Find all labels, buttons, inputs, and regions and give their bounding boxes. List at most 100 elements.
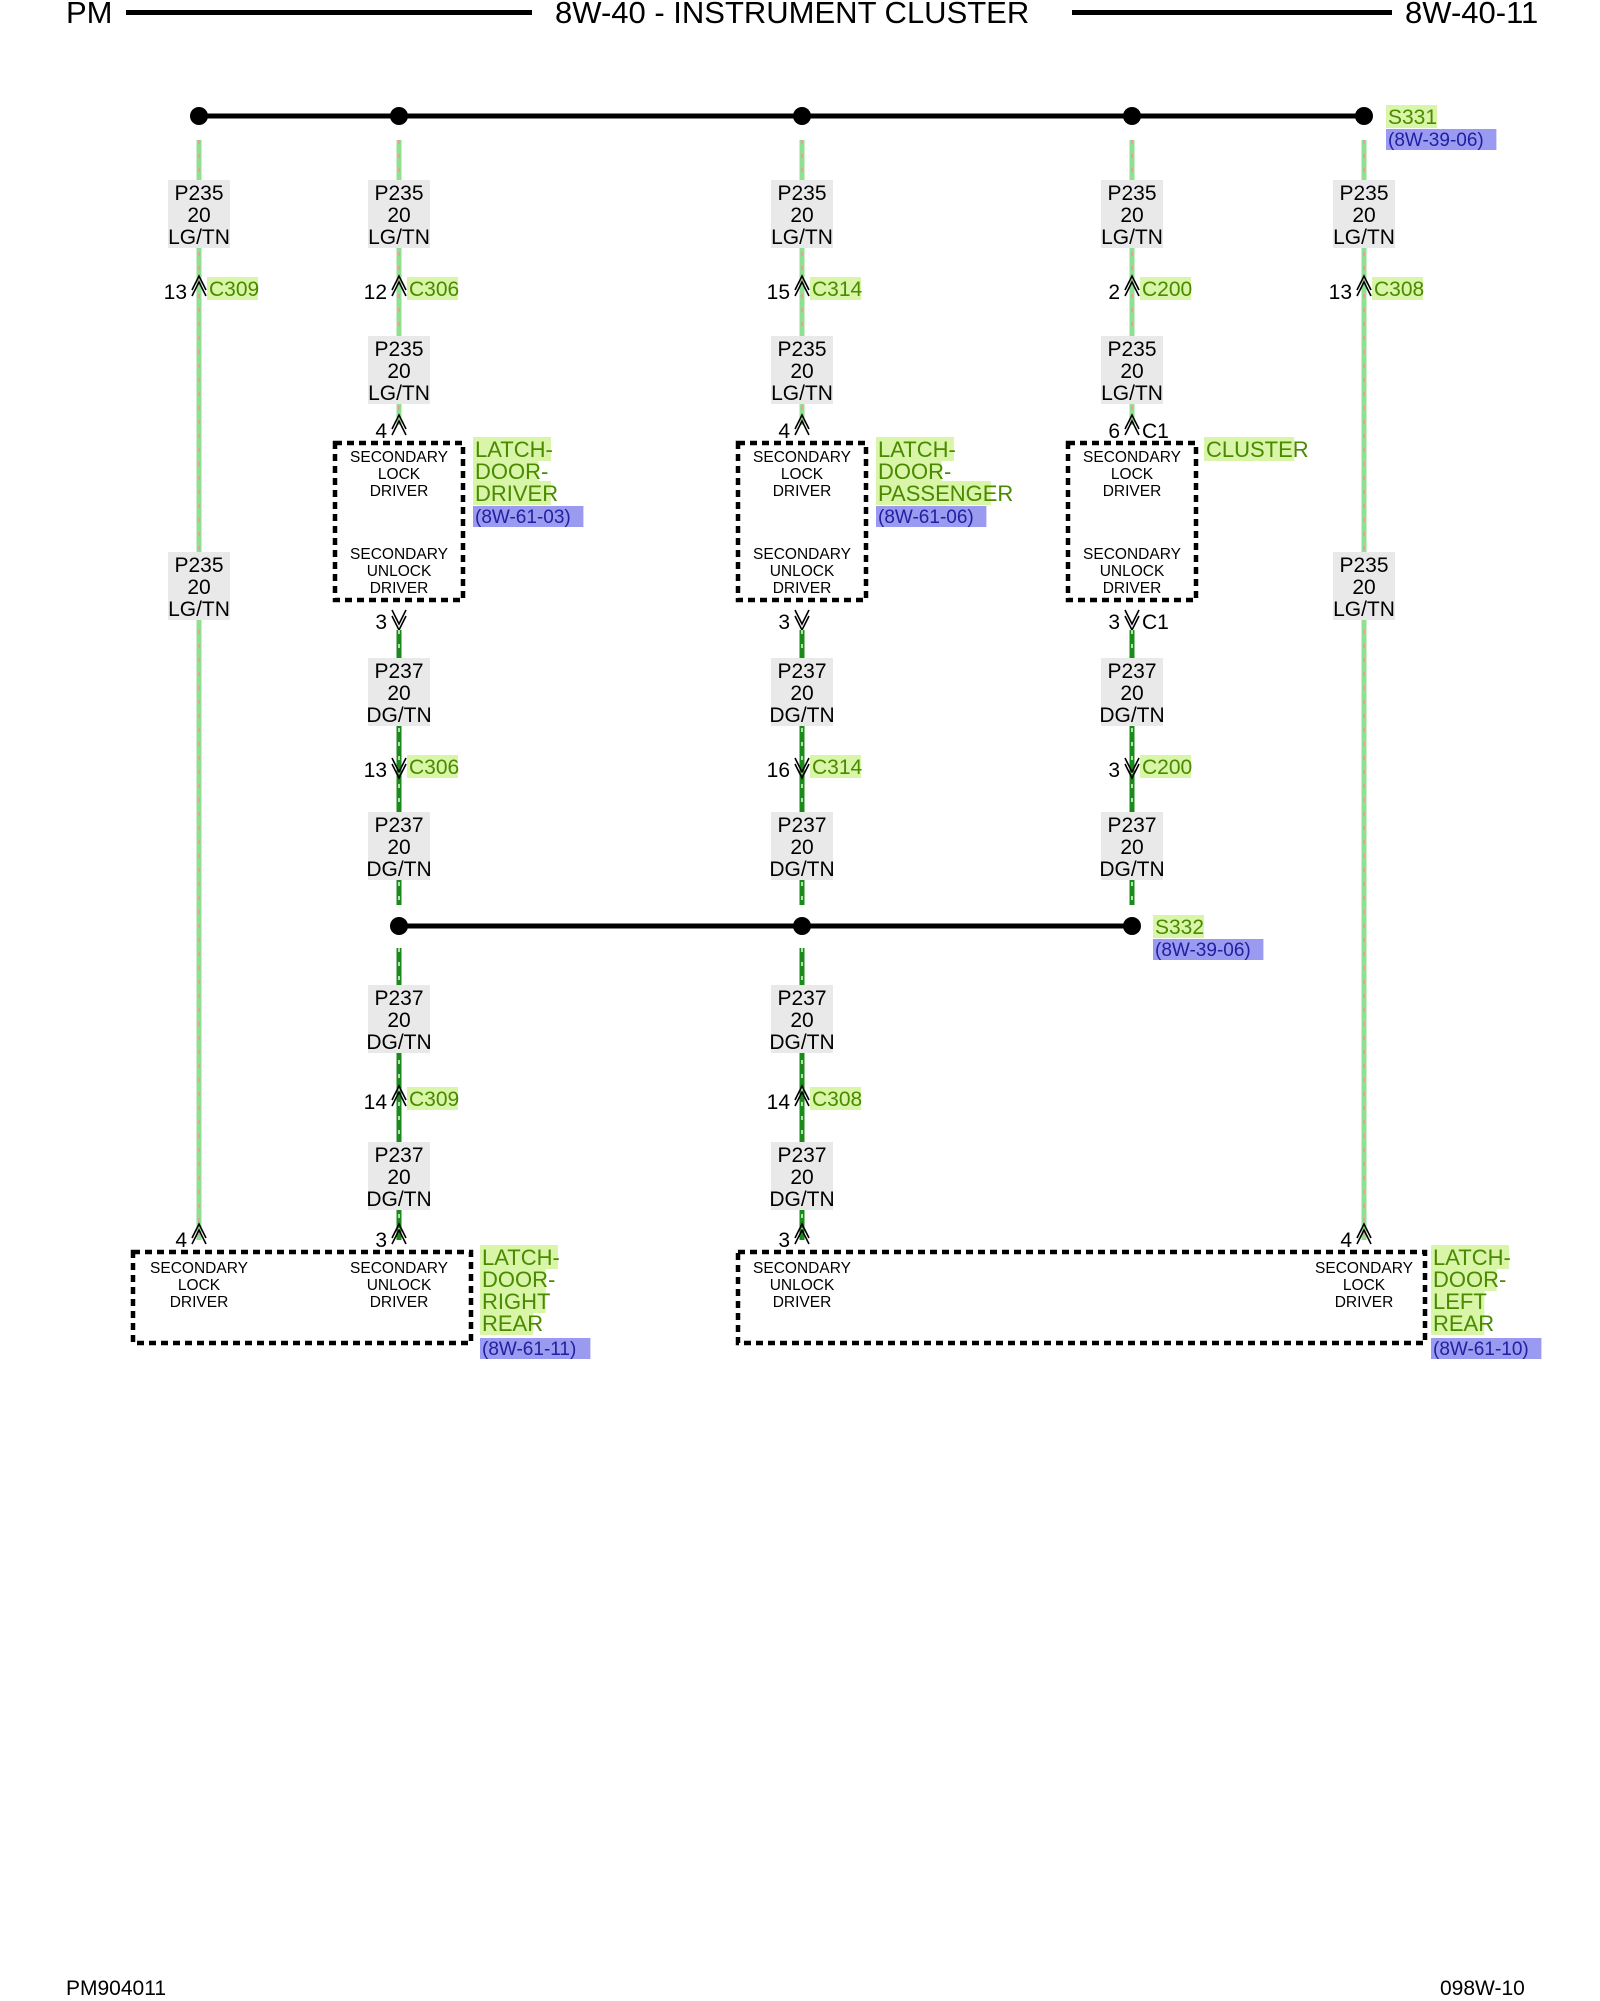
splice-s332-node-3 bbox=[1123, 917, 1141, 935]
connector-c200-bottom-chevron bbox=[1124, 757, 1140, 780]
cluster-name-1: CLUSTER bbox=[1206, 437, 1309, 462]
latch-left-rear-lock-label-3: DRIVER bbox=[1335, 1294, 1394, 1311]
connector-c314-bottom-name-bg bbox=[810, 755, 862, 778]
wire-label-p237-col4-b-line-3: DG/TN bbox=[1099, 858, 1164, 881]
wire-label-p235-col1-a-line-1: P235 bbox=[174, 182, 223, 205]
latch-right-rear-name-1: LATCH- bbox=[482, 1245, 560, 1270]
splice-s332-node-2 bbox=[793, 917, 811, 935]
latch-driver-unlock-label-1: SECONDARY bbox=[350, 546, 448, 563]
header-left: PM bbox=[66, 0, 113, 30]
connector-c200-bottom-pin: 3 bbox=[1108, 759, 1120, 782]
latch-driver-name-3: DRIVER bbox=[475, 481, 558, 506]
wire-label-p237-col4-a-line-1: P237 bbox=[1107, 660, 1156, 683]
splice-s331-node-4 bbox=[1123, 107, 1141, 125]
latch-driver-lock-label-1: SECONDARY bbox=[350, 449, 448, 466]
wire-label-p235-col2-b-line-2: 20 bbox=[387, 360, 410, 383]
latch-passenger-unlock-label-2: UNLOCK bbox=[770, 563, 835, 580]
connector-c200-top-pin: 2 bbox=[1108, 281, 1120, 304]
wire-label-p235-col3-b-line-3: LG/TN bbox=[771, 382, 833, 405]
connector-c309-lower-pin: 14 bbox=[364, 1091, 388, 1114]
connector-c314-bottom-name: C314 bbox=[812, 756, 863, 779]
cluster-name-1-bg bbox=[1204, 437, 1295, 461]
wire-label-p235-col4-b-line-2: 20 bbox=[1120, 360, 1143, 383]
latch-passenger-lock-label-2: LOCK bbox=[781, 466, 824, 483]
cluster-lock-label-3: DRIVER bbox=[1103, 483, 1162, 500]
latch-left-rear-pin-lock-pin: 4 bbox=[1340, 1229, 1352, 1252]
connector-c306-bottom-name: C306 bbox=[409, 756, 459, 779]
latch-right-rear-unlock-label-1: SECONDARY bbox=[350, 1260, 448, 1277]
latch-right-rear-ref-bg bbox=[480, 1338, 591, 1359]
connector-c314-top-name-bg bbox=[810, 277, 862, 300]
latch-right-rear-lock-label-2: LOCK bbox=[178, 1277, 221, 1294]
connector-c306-top-name: C306 bbox=[409, 278, 459, 301]
latch-passenger-pin-in-chevron bbox=[794, 413, 810, 436]
footer-left: PM904011 bbox=[66, 1977, 167, 2000]
latch-left-rear-name-3-bg bbox=[1431, 1289, 1485, 1313]
latch-right-rear-pin-unlock-pin: 3 bbox=[375, 1229, 387, 1252]
latch-left-rear-unlock-label-1: SECONDARY bbox=[753, 1260, 851, 1277]
connector-c200-top-name-bg bbox=[1140, 277, 1192, 300]
connector-c200-top-chevron bbox=[1124, 274, 1140, 297]
wire-label-p235-col2-b-bg bbox=[368, 336, 430, 404]
wire-label-p235-col3-a-line-3: LG/TN bbox=[771, 226, 833, 249]
connector-c309-lower-name-bg bbox=[407, 1087, 459, 1110]
latch-right-rear-name-1-bg bbox=[480, 1245, 558, 1269]
latch-driver-unlock-label-2: UNLOCK bbox=[367, 563, 432, 580]
wire-label-p235-col1-a-line-2: 20 bbox=[187, 204, 210, 227]
splice-s332-ref: (8W-39-06) bbox=[1155, 940, 1251, 961]
wire-label-p235-col4-a-line-3: LG/TN bbox=[1101, 226, 1163, 249]
wire-label-p237-col2-d-line-2: 20 bbox=[387, 1166, 410, 1189]
wire-label-p235-col5-a-line-3: LG/TN bbox=[1333, 226, 1395, 249]
latch-left-rear-pin-unlock-pin: 3 bbox=[778, 1229, 790, 1252]
latch-driver-ref-bg bbox=[473, 506, 584, 527]
latch-right-rear-unlock-label-2: UNLOCK bbox=[367, 1277, 432, 1294]
wire-label-p237-col3-d-line-1: P237 bbox=[777, 1144, 826, 1167]
footer-right: 098W-10 bbox=[1440, 1977, 1525, 2000]
wire-label-p237-col2-d-line-3: DG/TN bbox=[366, 1188, 431, 1211]
wire-label-p237-col2-d-bg bbox=[368, 1142, 430, 1210]
wire-label-p235-col1-b-line-2: 20 bbox=[187, 576, 210, 599]
wire-label-p237-col3-b-bg bbox=[771, 812, 833, 880]
connector-c306-top-chevron bbox=[391, 274, 407, 297]
latch-passenger-ref-bg bbox=[876, 506, 987, 527]
cluster-lock-label-1: SECONDARY bbox=[1083, 449, 1181, 466]
latch-right-rear-name-2: DOOR- bbox=[482, 1267, 555, 1292]
latch-driver-pin-out-chevron bbox=[391, 609, 407, 632]
wire-label-p235-col3-a-line-1: P235 bbox=[777, 182, 826, 205]
connector-c309-top-name-bg bbox=[207, 277, 259, 300]
wire-label-p235-col4-b-line-3: LG/TN bbox=[1101, 382, 1163, 405]
latch-driver-name-3-bg bbox=[473, 481, 551, 505]
wire-label-p235-col4-a-line-1: P235 bbox=[1107, 182, 1156, 205]
latch-driver-lock-label-2: LOCK bbox=[378, 466, 421, 483]
wire-label-p235-col5-a-bg bbox=[1333, 180, 1395, 248]
wire-label-p235-col1-a-line-3: LG/TN bbox=[168, 226, 230, 249]
latch-passenger-lock-label-1: SECONDARY bbox=[753, 449, 851, 466]
wire-label-p237-col4-b-line-2: 20 bbox=[1120, 836, 1143, 859]
connector-c306-bottom-pin: 13 bbox=[364, 759, 387, 782]
latch-right-rear-pin-lock-pin: 4 bbox=[175, 1229, 187, 1252]
latch-right-rear-name-3-bg bbox=[480, 1289, 546, 1313]
wire-label-p237-col2-a-line-2: 20 bbox=[387, 682, 410, 705]
latch-right-rear-pin-unlock-chevron bbox=[391, 1222, 407, 1245]
latch-left-rear-name-4: REAR bbox=[1433, 1311, 1494, 1336]
wire-label-p235-col2-a-bg bbox=[368, 180, 430, 248]
wire-label-p235-col1-b-bg bbox=[168, 552, 230, 620]
latch-passenger-name-1: LATCH- bbox=[878, 437, 956, 462]
cluster-unlock-label-2: UNLOCK bbox=[1100, 563, 1165, 580]
connector-c308-lower-name-bg bbox=[810, 1087, 862, 1110]
wire-label-p235-col2-a-line-1: P235 bbox=[374, 182, 423, 205]
connector-c200-bottom-name-bg bbox=[1140, 755, 1192, 778]
latch-passenger-ref: (8W-61-06) bbox=[878, 507, 974, 528]
wire-label-p235-col2-a-line-2: 20 bbox=[387, 204, 410, 227]
latch-passenger-unlock-label-3: DRIVER bbox=[773, 580, 832, 597]
wire-label-p237-col4-a-bg bbox=[1101, 658, 1163, 726]
latch-left-rear-unlock-label-3: DRIVER bbox=[773, 1294, 832, 1311]
latch-left-rear-lock-label-1: SECONDARY bbox=[1315, 1260, 1413, 1277]
latch-driver-box bbox=[332, 440, 466, 603]
latch-right-rear-box bbox=[130, 1249, 474, 1346]
cluster-pin-out-pin: 3 bbox=[1108, 611, 1120, 634]
wire-label-p235-col1-b-line-1: P235 bbox=[174, 554, 223, 577]
latch-left-rear-box bbox=[735, 1249, 1428, 1346]
latch-driver-pin-in-pin: 4 bbox=[375, 420, 387, 443]
